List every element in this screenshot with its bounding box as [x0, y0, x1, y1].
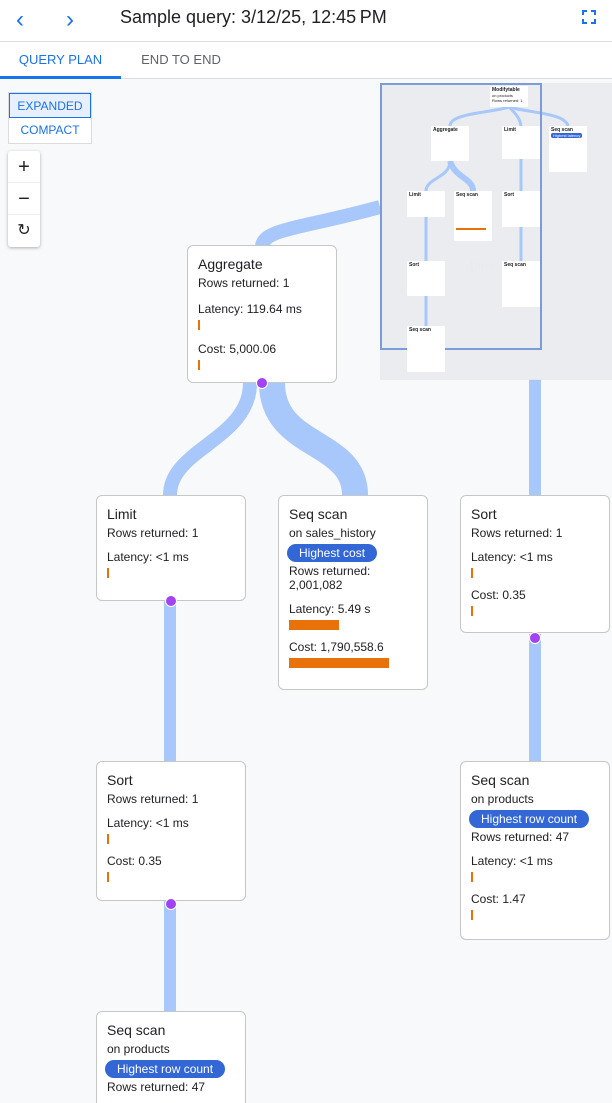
- minimap-node-limit-2: Limit: [407, 191, 445, 217]
- rows-returned-label: Rows returned:: [289, 564, 371, 578]
- minimap-node-seq-scan-products-2: Seq scan: [407, 326, 445, 372]
- node-title: Sort: [107, 772, 133, 788]
- node-aggregate[interactable]: Aggregate Rows returned: 1 Latency: 119.…: [187, 245, 337, 383]
- highest-row-count-badge: Highest row count: [469, 810, 590, 828]
- cost: Cost: 1,790,558.6: [289, 640, 384, 654]
- rows-returned: Rows returned: 47: [107, 1080, 206, 1094]
- cost: Cost: 0.35: [471, 588, 526, 602]
- node-seq-scan-products-right[interactable]: Seq scan on products Highest row count R…: [460, 761, 610, 940]
- rows-returned: Rows returned: 47: [471, 830, 570, 844]
- edge-aggregate-seqscan: [259, 382, 368, 497]
- rows-returned-value: 2,001,082: [289, 578, 343, 592]
- latency: Latency: <1 ms: [471, 854, 553, 868]
- cost-bar: [107, 872, 109, 882]
- latency-bar: [471, 568, 473, 578]
- plan-canvas[interactable]: Limit Aggregate Rows returned: 1 Latency…: [0, 79, 612, 1103]
- node-sort-left[interactable]: Sort Rows returned: 1 Latency: <1 ms Cos…: [96, 761, 246, 901]
- node-title: Seq scan: [471, 772, 530, 788]
- latency-bar: [107, 568, 109, 578]
- node-title: Sort: [471, 506, 497, 522]
- forward-button[interactable]: ›: [66, 6, 74, 33]
- minimap-modifytable-title: Modifytable: [492, 87, 520, 93]
- latency-bar: [198, 320, 200, 330]
- minimap-node-seq-scan-sales: Seq scan: [454, 191, 492, 241]
- fullscreen-icon[interactable]: [582, 10, 596, 24]
- minimap-modifytable-rows: Rows returned: 1: [492, 98, 523, 103]
- expanded-button[interactable]: EXPANDED: [9, 93, 91, 118]
- collapse-toggle[interactable]: [165, 898, 177, 910]
- minimap-edges: [424, 105, 570, 326]
- cost-bar: [471, 910, 473, 920]
- tab-query-plan[interactable]: QUERY PLAN: [0, 42, 121, 79]
- minimap-modifytable-table: on products: [492, 93, 513, 98]
- cost-bar: [471, 606, 473, 616]
- minimap-node-aggregate: Aggregate: [431, 126, 469, 161]
- rows-returned: Rows returned: 1: [471, 526, 563, 540]
- cost-bar: [289, 658, 389, 668]
- latency-bar: [107, 834, 109, 844]
- cost-bar: [198, 360, 200, 370]
- highest-cost-badge: Highest cost: [287, 544, 378, 562]
- node-limit[interactable]: Limit Rows returned: 1 Latency: <1 ms: [96, 495, 246, 601]
- reset-zoom-button[interactable]: ↻: [17, 222, 31, 239]
- collapse-toggle[interactable]: [529, 632, 541, 644]
- cost: Cost: 5,000.06: [198, 342, 277, 356]
- rows-returned: Rows returned: 1: [198, 276, 290, 290]
- latency: Latency: 119.64 ms: [198, 302, 302, 316]
- page-title: Sample query: 3/12/25, 12:45 PM: [120, 7, 387, 27]
- latency: Latency: 5.49 s: [289, 602, 371, 616]
- collapse-toggle[interactable]: [256, 377, 268, 389]
- latency: Latency: <1 ms: [471, 550, 553, 564]
- minimap-node-sort-2: Sort: [407, 261, 445, 296]
- cost: Cost: 0.35: [107, 854, 162, 868]
- table-name: on sales_history: [289, 526, 376, 540]
- tab-bar: QUERY PLAN END TO END: [0, 42, 612, 79]
- latency: Latency: <1 ms: [107, 816, 189, 830]
- view-toggle: EXPANDED COMPACT: [8, 92, 92, 144]
- minimap-node-limit: Limit: [502, 126, 540, 159]
- node-seq-scan-sales-history[interactable]: Seq scan on sales_history Highest cost R…: [278, 495, 428, 690]
- minimap-node-seq-scan-products: Seq scan: [502, 261, 540, 307]
- cost: Cost: 1.47: [471, 892, 526, 906]
- table-name: on products: [471, 792, 534, 806]
- latency-bar: [289, 620, 339, 630]
- rows-returned: Rows returned: 1: [107, 792, 199, 806]
- node-sort-right[interactable]: Sort Rows returned: 1 Latency: <1 ms Cos…: [460, 495, 610, 633]
- plan-edges: [163, 200, 541, 1011]
- highest-row-count-badge: Highest row count: [105, 1060, 226, 1078]
- back-button[interactable]: ‹: [16, 6, 24, 33]
- node-title: Seq scan: [289, 506, 348, 522]
- node-title: Limit: [107, 506, 137, 522]
- zoom-controls: + − ↻: [8, 151, 40, 247]
- zoom-in-button[interactable]: +: [8, 151, 40, 183]
- tab-end-to-end[interactable]: END TO END: [141, 52, 221, 67]
- node-seq-scan-products-bottom[interactable]: Seq scan on products Highest row count R…: [96, 1011, 246, 1103]
- edge-aggregate-limit: [163, 382, 257, 496]
- rows-returned: Rows returned: 1: [107, 526, 199, 540]
- compact-button[interactable]: COMPACT: [20, 123, 80, 137]
- collapse-toggle[interactable]: [165, 595, 177, 607]
- header: ‹ › Sample query: 3/12/25, 12:45 PM: [0, 0, 612, 42]
- latency: Latency: <1 ms: [107, 550, 189, 564]
- minimap-node-sort: Sort: [502, 191, 540, 227]
- zoom-out-button[interactable]: −: [8, 183, 40, 215]
- table-name: on products: [107, 1042, 170, 1056]
- edge-aggregate-modifytable: [255, 200, 382, 249]
- node-title: Seq scan: [107, 1022, 166, 1038]
- node-title: Aggregate: [198, 256, 263, 272]
- latency-bar: [471, 872, 473, 882]
